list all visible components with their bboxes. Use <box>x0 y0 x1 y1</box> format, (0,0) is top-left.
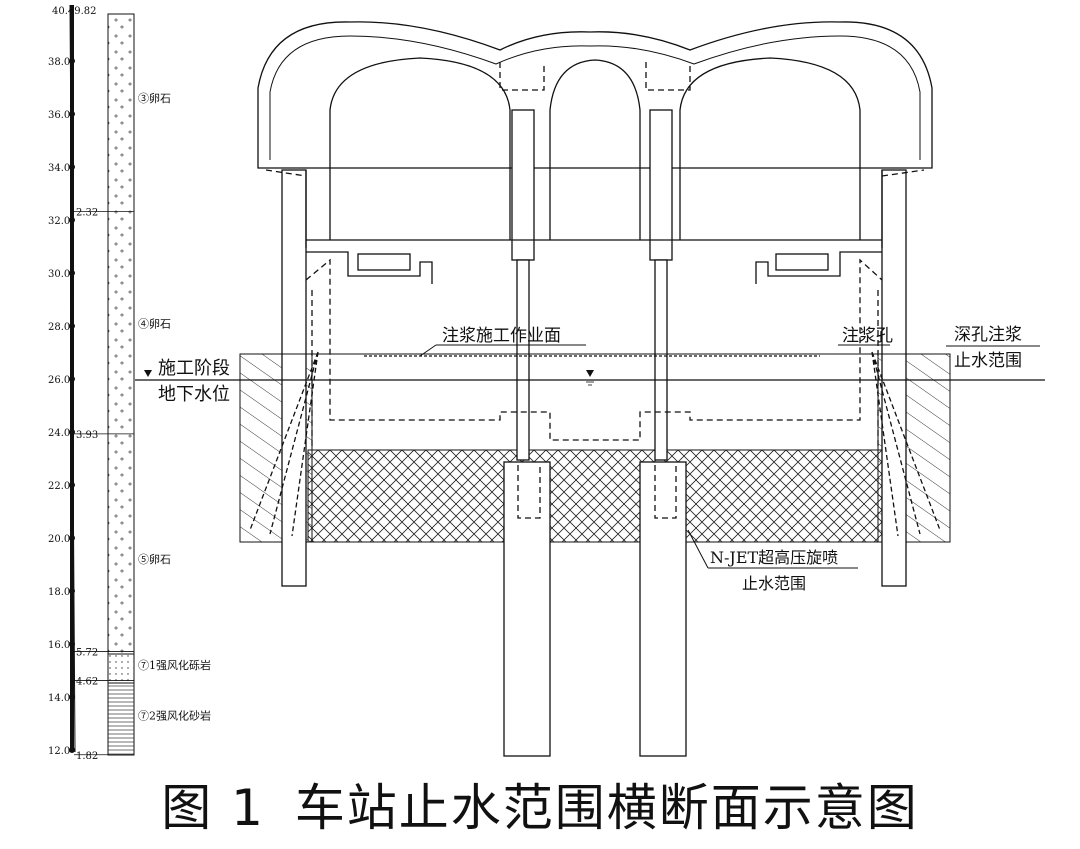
figure-number: 图 1 <box>161 779 265 837</box>
elevation-tick-label: 14.0 <box>48 693 70 704</box>
figure-caption: 图 1 车站止水范围横断面示意图 <box>0 768 1080 840</box>
borehole-pebble-column <box>107 13 135 655</box>
elevation-tick-label: 18.0 <box>48 587 70 598</box>
excavation-outline <box>305 258 883 441</box>
inner-arch-mid <box>549 59 641 240</box>
elevation-tick-label: 34.0 <box>48 163 70 174</box>
stratum-label: ⑦1强风化砾岩 <box>138 658 211 672</box>
water-level-symbol <box>144 370 594 386</box>
stratum-label: ⑦2强风化砂岩 <box>138 709 211 723</box>
label-grout-hole: 注浆孔 <box>842 326 893 346</box>
borehole-log: 38.0 36.0 34.0 32.0 30.0 28.0 26.0 24.0 22.0 20.0… <box>48 4 211 760</box>
elevation-tick-label: 12.0 <box>48 746 70 757</box>
label-deep-grout-2: 止水范围 <box>954 351 1022 371</box>
elevation-tick-label: 30.0 <box>48 269 70 280</box>
label-njet-1: N-JET超高压旋喷 <box>710 548 838 567</box>
left-retaining-pile <box>281 169 307 587</box>
right-column-pile <box>639 461 687 757</box>
label-grouting-surface: 注浆施工作业面 <box>442 326 561 346</box>
elevation-tick-label: 22.0 <box>48 481 70 492</box>
layer-boundary-label: 4.62 <box>76 677 98 688</box>
borehole-conglomerate-layer <box>107 653 135 684</box>
elevation-tick-label: 24.0 <box>48 428 70 439</box>
strata-labels: ③卵石 ④卵石 ⑤卵石 ⑦1强风化砾岩 ⑦2强风化砂岩 <box>138 92 211 722</box>
elevation-tick-label: 38.0 <box>48 57 70 68</box>
label-njet-2: 止水范围 <box>742 574 806 593</box>
njet-waterproof-zone <box>307 449 883 543</box>
stratum-label: ⑤卵石 <box>138 553 171 566</box>
elevation-tick-label: 16.0 <box>48 640 70 651</box>
elevation-tick-label: 36.0 <box>48 110 70 121</box>
inner-arch-left <box>329 57 511 240</box>
inner-arch-right <box>679 57 861 240</box>
left-column-pile <box>503 461 551 757</box>
label-water-level-2: 地下水位 <box>158 384 230 405</box>
layer-boundary-label: 2.32 <box>76 208 98 219</box>
layer-boundaries: 2.32 3.93 5.72 4.62 1.82 <box>74 208 134 760</box>
layer-boundary-label: 1.82 <box>76 751 98 760</box>
label-water-level-1: 施工阶段 <box>158 358 230 379</box>
elevation-tick-label: 20.0 <box>48 534 70 545</box>
elevation-tick-label: 32.0 <box>48 216 70 227</box>
label-deep-grout-1: 深孔注浆 <box>954 325 1022 345</box>
stratum-label: ④卵石 <box>138 317 171 330</box>
station-cross-section-diagram: 38.0 36.0 34.0 32.0 30.0 28.0 26.0 24.0 22.0 20.0… <box>48 4 1045 760</box>
layer-boundary-label: 5.72 <box>76 647 98 658</box>
middle-slab <box>306 239 882 284</box>
figure-title: 车站止水范围横断面示意图 <box>294 779 919 837</box>
layer-boundary-label: 3.93 <box>76 430 98 441</box>
elevation-tick-label: 28.0 <box>48 322 70 333</box>
stratum-label: ③卵石 <box>138 92 171 105</box>
elevation-tick-label: 26.0 <box>48 375 70 386</box>
borehole-sandstone-layer <box>107 682 135 756</box>
borehole-top-value: 40.49.82 <box>52 6 97 17</box>
right-retaining-pile <box>881 169 907 587</box>
grout-hole-left <box>249 351 319 537</box>
grout-hole-right <box>871 351 941 537</box>
outer-arch-shell <box>257 21 933 169</box>
station-structure <box>249 21 941 757</box>
